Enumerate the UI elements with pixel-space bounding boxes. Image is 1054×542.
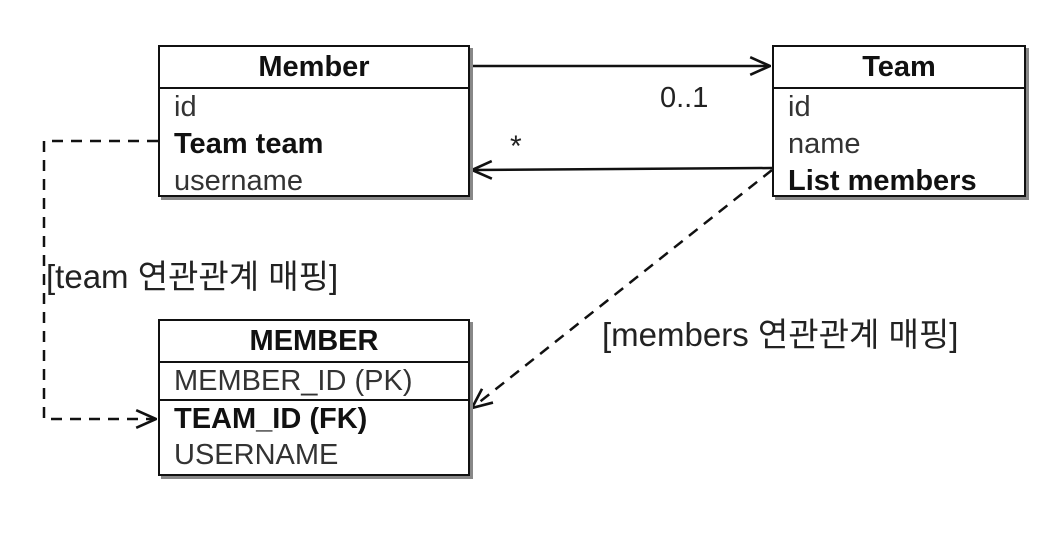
member-field-id: id [174, 91, 197, 123]
member-field-username: username [174, 165, 303, 197]
member-table-box: MEMBER MEMBER_ID (PK) TEAM_ID (FK) USERN… [158, 319, 470, 476]
member-table-username: USERNAME [174, 439, 339, 471]
team-field-members: List members [788, 165, 977, 197]
team-to-member-arrow [472, 168, 773, 170]
team-mapping-label: [team 연관관계 매핑] [46, 258, 339, 295]
team-class-name: Team [774, 47, 1024, 89]
member-class-name: Member [160, 47, 468, 89]
multiplicity-member: * [510, 130, 522, 163]
member-table-fk: TEAM_ID (FK) [174, 403, 368, 435]
member-class-box: Member id Team team username [158, 45, 470, 197]
members-mapping-label: [members 연관관계 매핑] [602, 316, 959, 353]
team-class-box: Team id name List members [772, 45, 1026, 197]
multiplicity-team: 0..1 [660, 82, 709, 114]
member-table-divider [160, 399, 468, 401]
team-field-id: id [788, 91, 811, 123]
team-field-name: name [788, 128, 861, 160]
team-mapping-dashed-arrow [42, 139, 158, 419]
member-table-pk: MEMBER_ID (PK) [174, 365, 413, 397]
member-table-name: MEMBER [160, 321, 468, 363]
members-mapping-dashed-arrow [472, 169, 773, 408]
member-field-team: Team team [174, 128, 324, 160]
